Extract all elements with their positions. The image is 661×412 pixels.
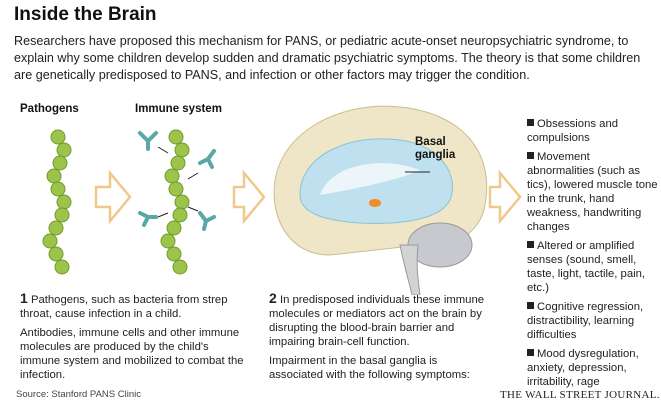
step-body: Antibodies, immune cells and other immun…	[20, 327, 244, 381]
source-note: Source: Stanford PANS Clinic	[16, 389, 141, 400]
list-item: Movement abnormalities (such as tics), l…	[527, 150, 659, 234]
list-item: Mood dysregulation, anxiety, depression,…	[527, 347, 659, 389]
antibody-icons	[138, 131, 216, 231]
intro-text: Researchers have proposed this mechanism…	[14, 34, 641, 82]
step-lead: Pathogens, such as bacteria from strep t…	[20, 294, 228, 320]
arrow-right-icons	[94, 169, 522, 225]
step-number: 2	[269, 290, 277, 306]
brain-illustration	[273, 105, 488, 295]
symptom-list: Obsessions and compulsions Movement abno…	[527, 117, 659, 394]
list-item: Cognitive regression, distractibility, l…	[527, 300, 659, 342]
page-title: Inside the Brain	[14, 4, 157, 25]
bacteria-chain-icon	[42, 129, 72, 275]
step-2: 2 In predisposed individuals these immun…	[269, 291, 494, 387]
basal-ganglia-label: Basal ganglia	[415, 136, 456, 161]
basal-ganglia-marker	[369, 199, 381, 207]
square-bullet-icon	[527, 349, 534, 356]
diagram-illustration	[42, 105, 522, 295]
square-bullet-icon	[527, 241, 534, 248]
step-lead: In predisposed individuals these immune …	[269, 294, 485, 348]
symptom-text: Cognitive regression, distractibility, l…	[527, 301, 644, 341]
list-item: Altered or amplified senses (sound, smel…	[527, 239, 659, 295]
step-1: 1 Pathogens, such as bacteria from strep…	[20, 291, 245, 387]
square-bullet-icon	[527, 302, 534, 309]
square-bullet-icon	[527, 119, 534, 126]
symptom-text: Mood dysregulation, anxiety, depression,…	[527, 348, 639, 388]
step-number: 1	[20, 290, 28, 306]
brain-stem	[399, 244, 421, 295]
immune-system-label: Immune system	[135, 103, 222, 115]
symptom-text: Altered or amplified senses (sound, smel…	[527, 240, 646, 294]
step-body: Impairment in the basal ganglia is assoc…	[269, 355, 470, 381]
publisher-logo: THE WALL STREET JOURNAL.	[500, 389, 660, 401]
symptom-text: Obsessions and compulsions	[527, 118, 619, 144]
list-item: Obsessions and compulsions	[527, 117, 659, 145]
bacteria-with-antibodies-icon	[160, 129, 190, 275]
pointer-arrows	[157, 146, 199, 218]
square-bullet-icon	[527, 152, 534, 159]
pathogens-label: Pathogens	[20, 103, 79, 115]
symptom-text: Movement abnormalities (such as tics), l…	[527, 151, 658, 233]
